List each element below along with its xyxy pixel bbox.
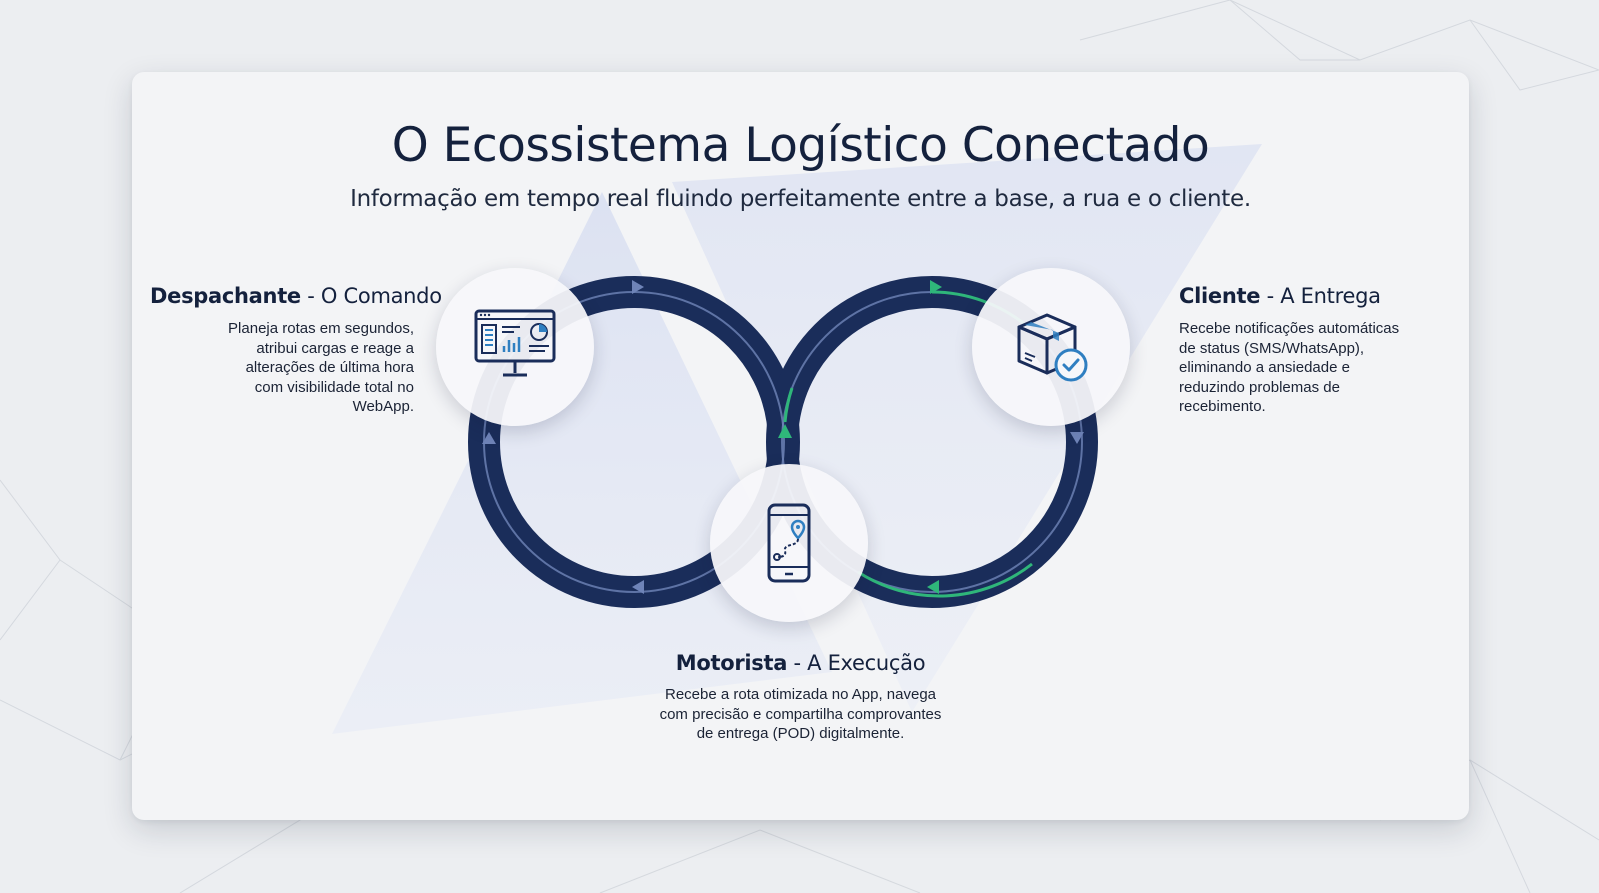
dispatcher-desc-line: com visibilidade total no <box>254 378 414 396</box>
client-node <box>972 268 1130 426</box>
package-check-icon <box>1017 313 1088 382</box>
dispatcher-node <box>436 268 594 426</box>
page-subtitle: Informação em tempo real fluindo perfeit… <box>350 186 1251 212</box>
dispatcher-role: O Comando <box>320 284 442 308</box>
dispatcher-heading: Despachante - O Comando <box>150 284 442 308</box>
driver-node <box>710 464 868 622</box>
driver-desc-line: de entrega (POD) digitalmente. <box>696 725 905 742</box>
client-desc-line: eliminando a ansiedade e <box>1179 359 1350 376</box>
dispatcher-desc-line: WebApp. <box>352 398 414 415</box>
client-heading: Cliente - A Entrega <box>1179 284 1381 308</box>
driver-name: Motorista <box>675 651 788 675</box>
driver-description: Recebe a rota otimizada no App, navega c… <box>132 685 1469 744</box>
client-description: Recebe notificações automáticas de statu… <box>1179 319 1399 417</box>
client-desc-line: Recebe notificações automáticas <box>1179 320 1400 337</box>
driver-desc-line: com precisão e compartilha comprovantes <box>659 705 942 723</box>
driver-role: A Execução <box>807 651 926 675</box>
arrow-bottom-right <box>927 580 939 594</box>
background-triangle-left <box>332 192 832 734</box>
dispatcher-desc-line: Planeja rotas em segundos, <box>228 320 414 337</box>
monitor-dashboard-icon <box>474 309 556 377</box>
dispatcher-desc-line: atribui cargas e reage a <box>256 339 414 357</box>
diagram-card: O Ecossistema Logístico Conectado Inform… <box>132 72 1469 820</box>
client-desc-line: reduzindo problemas de <box>1179 378 1340 396</box>
arrow-top-right <box>930 280 942 294</box>
driver-desc-line: Recebe a rota otimizada no App, navega <box>664 686 937 703</box>
dispatcher-separator: - <box>300 284 321 308</box>
arrow-left <box>482 432 496 444</box>
dispatcher-desc-line: alterações de última hora <box>245 359 414 376</box>
dispatcher-name: Despachante <box>150 284 301 308</box>
arrow-top-left <box>632 280 644 294</box>
client-separator: - <box>1260 284 1281 308</box>
driver-heading: Motorista - A Execução <box>132 651 1469 675</box>
driver-separator: - <box>787 651 808 675</box>
flow-arrows <box>482 280 1084 594</box>
client-desc-line: recebimento. <box>1179 398 1266 415</box>
arrow-bottom-left <box>632 580 644 594</box>
smartphone-route-icon <box>767 503 811 583</box>
client-role: A Entrega <box>1280 284 1381 308</box>
client-desc-line: de status (SMS/WhatsApp), <box>1179 339 1365 357</box>
client-name: Cliente <box>1179 284 1261 308</box>
background-triangle-right <box>672 144 1262 712</box>
dispatcher-description: Planeja rotas em segundos, atribui carga… <box>228 319 414 417</box>
arrow-center <box>778 424 792 438</box>
page-title: O Ecossistema Logístico Conectado <box>391 118 1210 173</box>
arrow-right <box>1070 432 1084 444</box>
diagram-canvas <box>332 144 1262 734</box>
